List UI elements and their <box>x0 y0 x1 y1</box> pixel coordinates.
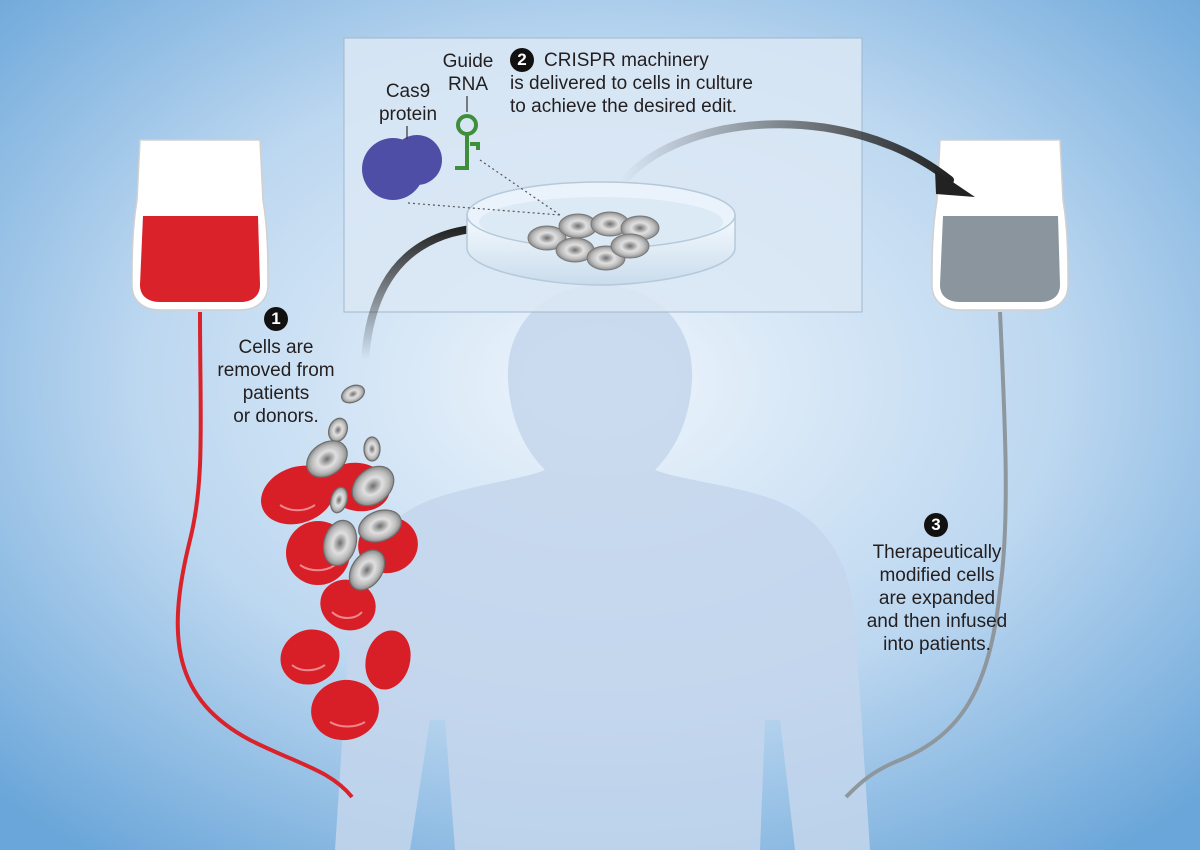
step-3-text: Therapeutically modified cells are expan… <box>852 541 1022 656</box>
step-1-text: Cells are removed from patients or donor… <box>206 336 346 428</box>
cultured-cells <box>527 211 660 271</box>
right-tube <box>844 311 1008 799</box>
cas9-protein-icon <box>362 135 442 200</box>
dotted-line-cas9 <box>407 202 561 216</box>
step-3-line1: Therapeutically <box>872 542 1002 563</box>
guide-rna-label-line2: RNA <box>447 74 489 95</box>
guide-rna-label-line1: Guide <box>442 51 494 72</box>
human-silhouette <box>335 285 870 850</box>
step-3-line2: modified cells <box>879 565 995 586</box>
left-tube <box>175 311 354 799</box>
step-2-text: CRISPR machinery is delivered to cells i… <box>510 49 753 118</box>
step-1-line4: or donors. <box>233 406 319 427</box>
guide-rna-label: Guide RNA <box>438 50 498 96</box>
dotted-line-rna <box>479 159 561 216</box>
step-3-badge: 3 <box>924 513 948 537</box>
step-2-line2: is delivered to cells in culture <box>510 73 753 94</box>
cas9-label-line1: Cas9 <box>385 81 431 102</box>
cas9-label-line2: protein <box>378 104 438 125</box>
step-3-line4: and then infused <box>866 611 1008 632</box>
cas9-label: Cas9 protein <box>376 80 440 126</box>
left-blood-bag <box>131 139 269 311</box>
removed-cells <box>261 384 418 741</box>
guide-rna-icon <box>455 114 480 170</box>
step-1-line2: removed from <box>217 360 335 381</box>
step-1-line1: Cells are <box>238 337 314 358</box>
step-2-line1: CRISPR machinery <box>544 50 709 71</box>
right-blood-bag <box>931 139 1069 311</box>
step-3-line5: into patients. <box>883 634 991 655</box>
step-2-badge: 2 <box>510 48 534 72</box>
step-2-line3: to achieve the desired edit. <box>510 96 738 117</box>
step-1-line3: patients <box>242 383 310 404</box>
step-3-line3: are expanded <box>878 588 996 609</box>
arrow-to-right-bag <box>616 120 975 197</box>
step-1-badge: 1 <box>264 307 288 331</box>
